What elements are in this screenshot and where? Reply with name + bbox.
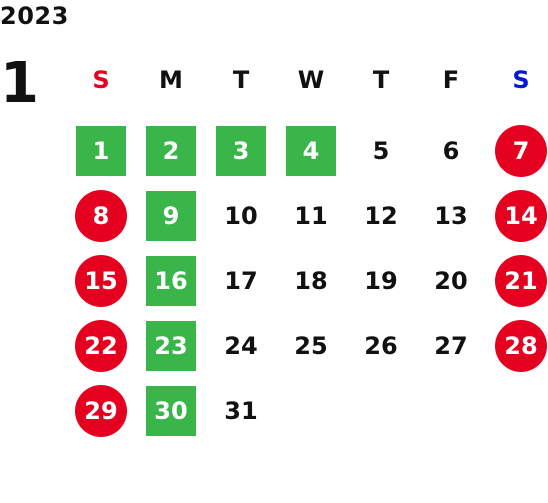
day-number-16: 16	[146, 255, 196, 306]
day-cell[interactable]: 15	[66, 248, 136, 313]
day-number-21: 21	[495, 254, 547, 307]
day-number-27: 27	[434, 331, 468, 360]
day-number-26: 26	[364, 331, 398, 360]
day-number-1: 1	[76, 125, 126, 176]
day-cell[interactable]: 21	[486, 248, 548, 313]
day-cell[interactable]: 13	[416, 183, 486, 248]
day-number-13: 13	[434, 201, 468, 230]
day-number-8: 8	[75, 189, 127, 242]
day-number-2: 2	[146, 125, 196, 176]
day-cell[interactable]: 16	[136, 248, 206, 313]
day-cell[interactable]: 14	[486, 183, 548, 248]
weekday-header: S M T W T F S	[66, 64, 548, 96]
month-number: 1	[0, 51, 39, 116]
day-number-22: 22	[75, 319, 127, 372]
weekday-thursday: T	[372, 66, 390, 94]
day-cell[interactable]: 20	[416, 248, 486, 313]
day-number-25: 25	[294, 331, 328, 360]
weekday-monday: M	[159, 66, 183, 94]
day-cell[interactable]: 5	[346, 118, 416, 183]
day-number-19: 19	[364, 266, 398, 295]
day-cell[interactable]: 10	[206, 183, 276, 248]
day-number-24: 24	[224, 331, 258, 360]
day-cell[interactable]: 7	[486, 118, 548, 183]
day-number-18: 18	[294, 266, 328, 295]
day-cell[interactable]: 8	[66, 183, 136, 248]
day-cell[interactable]: 18	[276, 248, 346, 313]
day-cell[interactable]: 17	[206, 248, 276, 313]
day-cell[interactable]: 28	[486, 313, 548, 378]
day-number-31: 31	[224, 396, 258, 425]
day-number-23: 23	[146, 320, 196, 371]
day-cell[interactable]: 26	[346, 313, 416, 378]
day-number-3: 3	[216, 125, 266, 176]
day-number-14: 14	[495, 189, 547, 242]
day-number-29: 29	[75, 384, 127, 437]
day-cell[interactable]: 11	[276, 183, 346, 248]
day-number-6: 6	[442, 136, 460, 165]
day-cell[interactable]: 24	[206, 313, 276, 378]
day-cell[interactable]: 30	[136, 378, 206, 443]
day-cell[interactable]: 19	[346, 248, 416, 313]
weekday-sunday: S	[92, 66, 110, 94]
day-number-11: 11	[294, 201, 328, 230]
day-cell[interactable]: 23	[136, 313, 206, 378]
day-number-10: 10	[224, 201, 258, 230]
day-cell[interactable]: 27	[416, 313, 486, 378]
weekday-wednesday: W	[297, 66, 325, 94]
day-cell[interactable]: 31	[206, 378, 276, 443]
day-number-4: 4	[286, 125, 336, 176]
day-cell[interactable]: 2	[136, 118, 206, 183]
day-number-17: 17	[224, 266, 258, 295]
year-label: 2023	[0, 2, 69, 30]
day-cell[interactable]: 4	[276, 118, 346, 183]
day-cell[interactable]: 22	[66, 313, 136, 378]
day-cell[interactable]: 25	[276, 313, 346, 378]
day-number-9: 9	[146, 190, 196, 241]
day-cell[interactable]: 9	[136, 183, 206, 248]
day-number-15: 15	[75, 254, 127, 307]
day-number-30: 30	[146, 385, 196, 436]
day-cell[interactable]: 12	[346, 183, 416, 248]
day-cell[interactable]: 29	[66, 378, 136, 443]
day-number-12: 12	[364, 201, 398, 230]
day-number-20: 20	[434, 266, 468, 295]
day-number-5: 5	[372, 136, 390, 165]
day-cell[interactable]: 3	[206, 118, 276, 183]
weekday-friday: F	[442, 66, 460, 94]
weekday-saturday: S	[512, 66, 530, 94]
day-cell[interactable]: 6	[416, 118, 486, 183]
weekday-tuesday: T	[232, 66, 250, 94]
day-cell[interactable]: 1	[66, 118, 136, 183]
day-number-28: 28	[495, 319, 547, 372]
day-number-7: 7	[495, 124, 547, 177]
